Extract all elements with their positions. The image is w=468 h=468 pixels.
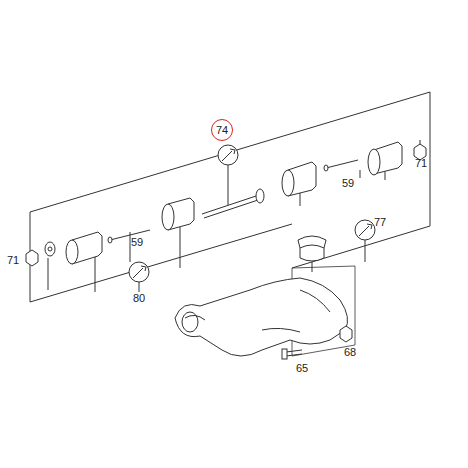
callout-number: 65 [296,363,308,374]
callout-number: 71 [415,158,427,169]
callout-number: 80 [133,293,145,304]
highlight-circle: 74 [211,119,233,141]
callout-number: 71 [7,255,19,266]
callout-number: 59 [342,178,354,189]
callout-number: 59 [131,237,143,248]
callout-number: 77 [374,217,386,228]
callout-number: 74 [216,125,228,136]
callout-number: 68 [344,347,356,358]
